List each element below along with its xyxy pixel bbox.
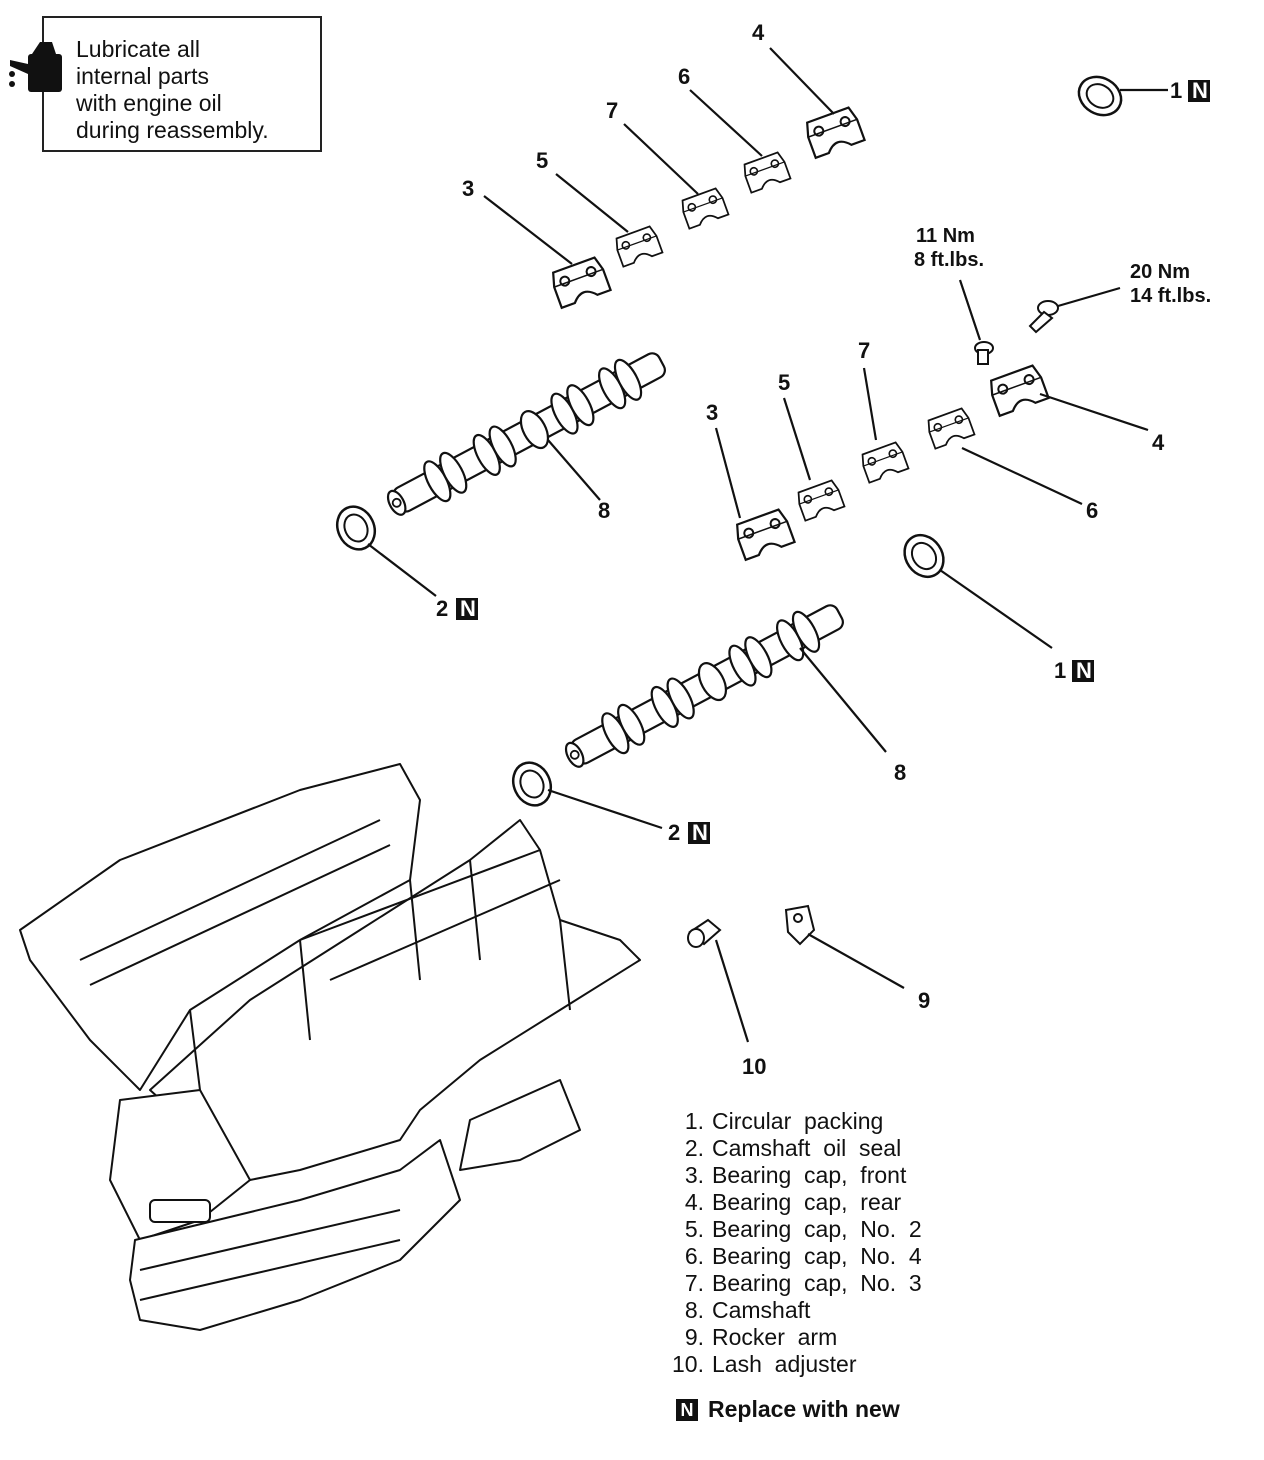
callout-10: 10 xyxy=(742,1054,766,1079)
camshaft-oil-seal-lower xyxy=(505,755,559,813)
torque-small-ftlb: 8 ft.lbs. xyxy=(914,249,984,271)
bearing-cap-rear-lower xyxy=(986,363,1050,417)
engine-block xyxy=(19,763,641,1331)
legend-item: 6.Bearing cap, No. 4 xyxy=(684,1243,922,1269)
circular-packing-lower xyxy=(895,526,953,586)
lash-adjuster xyxy=(687,918,722,948)
callout-4-upper: 4 xyxy=(752,20,765,45)
bearing-cap-no3-upper xyxy=(678,186,730,230)
legend-item: 4.Bearing cap, rear xyxy=(684,1189,902,1215)
callout-1-upper: 1 xyxy=(1170,78,1182,103)
callout-8-lower: 8 xyxy=(894,760,906,785)
new-mark-letter: N xyxy=(460,596,476,621)
rocker-arm xyxy=(784,904,816,946)
callout-5-upper: 5 xyxy=(536,148,548,173)
legend-item: 8.Camshaft xyxy=(684,1297,811,1323)
callout-8-upper: 8 xyxy=(598,498,610,523)
note-line: during reassembly. xyxy=(76,117,269,143)
leader-lines xyxy=(367,47,1168,1043)
new-mark-icon: N xyxy=(676,1398,698,1421)
note-line: with engine oil xyxy=(76,90,222,116)
replace-with-new-key: N Replace with new xyxy=(676,1396,900,1423)
bearing-cap-no2-lower xyxy=(794,478,846,522)
callout-2-lower: 2 xyxy=(668,820,680,845)
replace-with-new-label: Replace with new xyxy=(708,1396,900,1422)
new-mark-letter: N xyxy=(692,820,708,845)
new-mark-icon xyxy=(456,598,478,620)
legend-item: 3.Bearing cap, front xyxy=(684,1162,907,1188)
bearing-cap-no4-lower xyxy=(924,406,976,450)
bolt-11nm xyxy=(974,341,994,365)
legend-item: 7.Bearing cap, No. 3 xyxy=(684,1270,922,1296)
new-mark-letter: N xyxy=(1192,78,1208,103)
parts-legend: 1.Circular packing 2.Camshaft oil seal 3… xyxy=(660,1108,1000,1378)
new-mark-letter: N xyxy=(1076,658,1092,683)
circular-packing-upper xyxy=(1070,68,1130,124)
bearing-cap-no3-lower xyxy=(858,440,910,484)
camshaft-lower xyxy=(557,593,852,779)
torque-large-nm: 20 Nm xyxy=(1130,261,1190,283)
callout-5-lower: 5 xyxy=(778,370,790,395)
bearing-cap-front-upper xyxy=(548,255,612,309)
legend-item: 10.Lash adjuster xyxy=(672,1351,857,1377)
callout-9: 9 xyxy=(918,988,930,1013)
bolt-20nm xyxy=(1028,300,1059,334)
callout-2-upper: 2 xyxy=(436,596,448,621)
note-line: internal parts xyxy=(76,63,209,89)
note-line: Lubricate all xyxy=(76,36,201,62)
legend-item: 2.Camshaft oil seal xyxy=(684,1135,902,1161)
callout-1-lower: 1 xyxy=(1054,658,1066,683)
lubrication-note: Lubricate all internal parts with engine… xyxy=(9,16,322,152)
camshaft-upper xyxy=(379,341,674,527)
torque-small-nm: 11 Nm xyxy=(916,225,975,247)
bearing-cap-no2-upper xyxy=(612,224,664,268)
new-mark-icon xyxy=(1072,660,1094,682)
bearing-cap-front-lower xyxy=(732,507,796,561)
torque-large-ftlb: 14 ft.lbs. xyxy=(1130,285,1211,307)
callout-7-lower: 7 xyxy=(858,338,870,363)
new-mark-icon xyxy=(1188,80,1210,102)
callout-7-upper: 7 xyxy=(606,98,618,123)
oil-can-icon xyxy=(9,42,62,92)
callout-6-upper: 6 xyxy=(678,64,690,89)
note-text: Lubricate all internal parts with engine… xyxy=(76,36,316,144)
new-mark-icon xyxy=(688,822,710,844)
legend-item: 1.Circular packing xyxy=(684,1108,884,1134)
legend-item: 5.Bearing cap, No. 2 xyxy=(684,1216,922,1242)
legend-item: 9.Rocker arm xyxy=(684,1324,838,1350)
callout-6-lower: 6 xyxy=(1086,498,1098,523)
callout-4-lower: 4 xyxy=(1152,430,1165,455)
bearing-cap-no4-upper xyxy=(740,150,792,194)
callout-3-lower: 3 xyxy=(706,400,718,425)
callout-3-upper: 3 xyxy=(462,176,474,201)
